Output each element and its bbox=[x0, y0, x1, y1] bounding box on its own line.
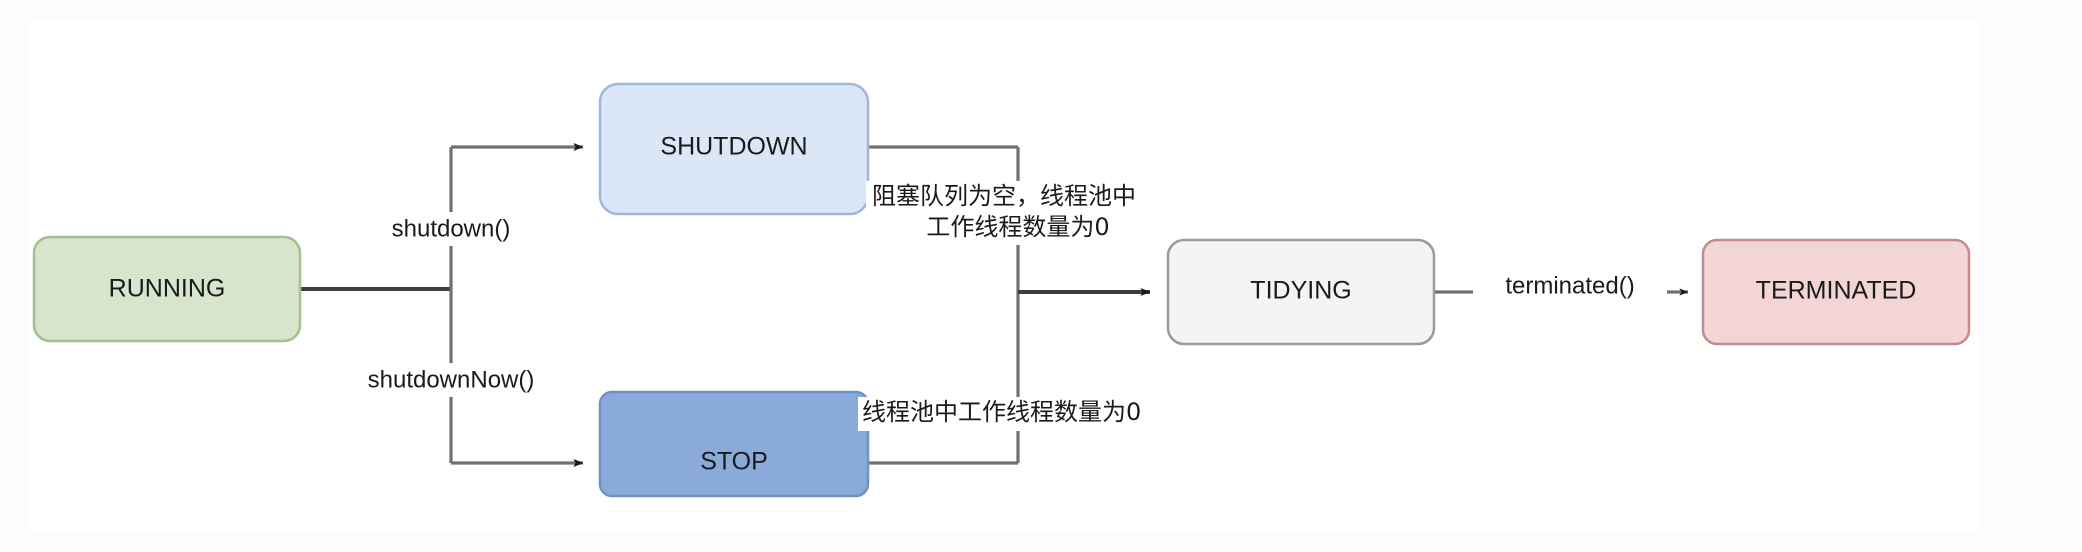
edge-label-stop-to-tidying-bg bbox=[858, 397, 1176, 431]
edge-label-shutdown-to-tidying-line2: 工作线程数量为0 bbox=[926, 213, 1109, 241]
node-terminated-label: TERMINATED bbox=[1756, 277, 1917, 305]
node-tidying-shape[interactable] bbox=[1166, 238, 1436, 346]
node-running[interactable]: RUNNING bbox=[32, 235, 302, 343]
node-running-label: RUNNING bbox=[109, 275, 226, 303]
node-terminated-shape[interactable] bbox=[1701, 238, 1971, 346]
node-shutdown-label: SHUTDOWN bbox=[660, 133, 807, 161]
edge-label-terminated: terminated() bbox=[1473, 270, 1667, 302]
edge-label-terminated-text: terminated() bbox=[1505, 272, 1634, 299]
edge-label-terminated-bg bbox=[1473, 270, 1667, 302]
edge-label-shutdownnow: shutdownNow() bbox=[330, 363, 574, 397]
node-terminated[interactable]: TERMINATED bbox=[1701, 238, 1971, 346]
node-shutdown-shape[interactable] bbox=[598, 82, 870, 216]
edge-label-shutdown: shutdown() bbox=[358, 212, 546, 246]
edge-label-shutdownnow-bg bbox=[330, 363, 574, 397]
edge-label-shutdownnow-text: shutdownNow() bbox=[368, 366, 535, 393]
edge-label-shutdown-to-tidying: 阻塞队列为空，线程池中 工作线程数量为0 bbox=[866, 181, 1166, 245]
node-tidying[interactable]: TIDYING bbox=[1166, 238, 1436, 346]
edge-label-shutdown-text: shutdown() bbox=[392, 215, 511, 242]
node-running-shape[interactable] bbox=[32, 235, 302, 343]
node-shutdown[interactable]: SHUTDOWN bbox=[598, 82, 870, 216]
node-stop-shape[interactable] bbox=[598, 390, 870, 498]
edge-label-stop-to-tidying: 线程池中工作线程数量为0 bbox=[858, 397, 1176, 431]
node-stop[interactable]: STOP bbox=[598, 390, 870, 498]
edge-label-shutdown-bg bbox=[358, 212, 546, 246]
edge-label-shutdown-to-tidying-bg bbox=[866, 181, 1166, 245]
node-tidying-label: TIDYING bbox=[1250, 277, 1351, 305]
edge-label-stop-to-tidying-line1: 线程池中工作线程数量为0 bbox=[862, 398, 1141, 426]
node-stop-label: STOP bbox=[700, 448, 768, 476]
edge-label-shutdown-to-tidying-line1: 阻塞队列为空，线程池中 bbox=[872, 182, 1136, 210]
